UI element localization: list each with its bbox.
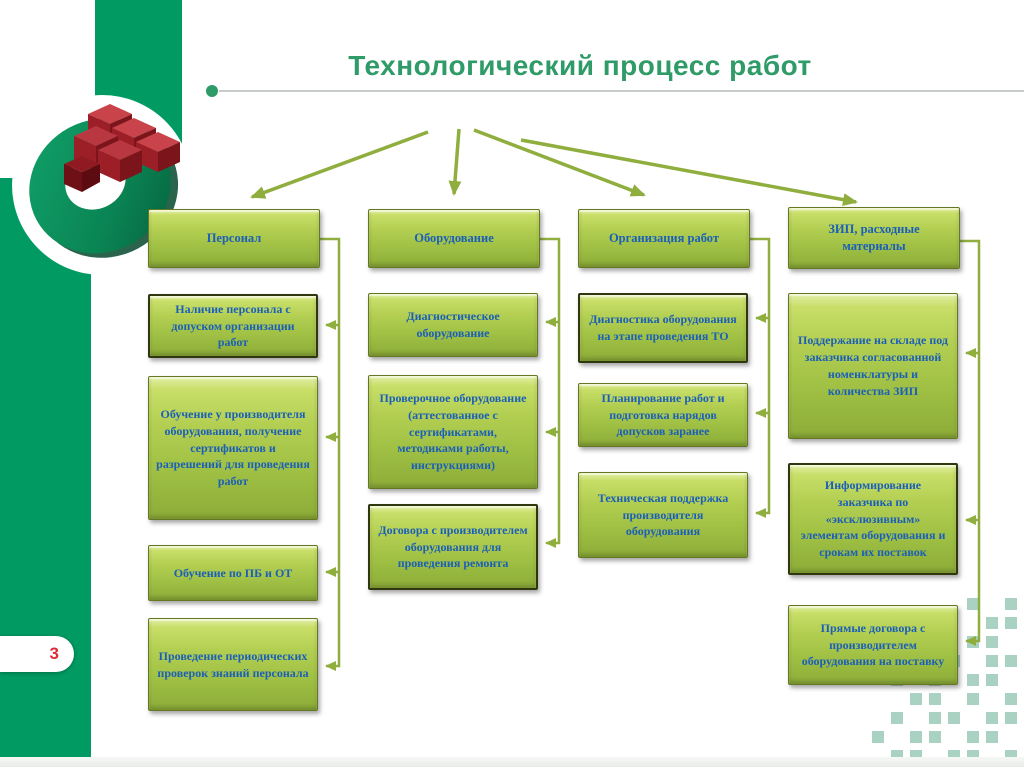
column-3-item-1: Диагностика оборудования на этапе провед… — [578, 293, 748, 363]
mosaic-square — [929, 712, 941, 724]
mosaic-square — [967, 731, 979, 743]
column-3-header-label: Организация работ — [608, 230, 720, 245]
column-1-item-4-label: Проведение периодических проверок знаний… — [157, 648, 309, 680]
column-2-item-1-label: Диагностическое оборудование — [406, 309, 500, 340]
mosaic-square — [948, 712, 960, 724]
column-4-header: ЗИП, расходные материалы — [788, 207, 960, 269]
mosaic-square — [1005, 693, 1017, 705]
column-1-item-4: Проведение периодических проверок знаний… — [148, 618, 318, 711]
column-1-item-2-label: Обучение у производителя оборудования, п… — [156, 407, 310, 489]
column-2-item-2-label: Проверочное оборудование (аттестованное … — [379, 391, 527, 473]
column-1-item-1-label: Наличие персонала с допуском организации… — [171, 301, 295, 350]
column-4-item-3-label: Прямые договора с производителем оборудо… — [801, 620, 945, 669]
mosaic-square — [910, 693, 922, 705]
mosaic-square — [967, 598, 979, 610]
column-4-item-3: Прямые договора с производителем оборудо… — [788, 605, 958, 685]
mosaic-square — [967, 674, 979, 686]
company-logo-ring-and-bricks-icon — [29, 104, 180, 258]
title-dot-icon — [206, 85, 218, 97]
mosaic-square — [1005, 655, 1017, 667]
connector-column-1 — [320, 237, 341, 671]
column-4-item-1-label: Поддержание на складе под заказчика согл… — [798, 333, 948, 398]
mosaic-square — [986, 636, 998, 648]
page-number-pill: 3 — [0, 636, 74, 672]
fan-arrows — [250, 128, 858, 207]
mosaic-square — [1005, 598, 1017, 610]
red-bricks-icon — [64, 104, 180, 192]
column-2-item-1: Диагностическое оборудование — [368, 293, 538, 357]
column-2-item-3: Договора с производителем оборудования д… — [368, 504, 538, 590]
connector-column-2 — [540, 237, 561, 548]
column-4-header-label: ЗИП, расходные материалы — [828, 221, 920, 254]
column-2-header-label: Оборудование — [414, 230, 494, 245]
mosaic-square — [929, 731, 941, 743]
mosaic-square — [986, 731, 998, 743]
mosaic-square — [1005, 617, 1017, 629]
connector-column-4 — [960, 239, 981, 646]
mosaic-square — [910, 731, 922, 743]
mosaic-square — [967, 693, 979, 705]
column-4-item-1: Поддержание на складе под заказчика согл… — [788, 293, 958, 439]
connector-column-3 — [750, 237, 771, 518]
column-1-item-1: Наличие персонала с допуском организации… — [148, 294, 318, 358]
mosaic-square — [986, 655, 998, 667]
mosaic-square — [929, 693, 941, 705]
mosaic-square — [891, 712, 903, 724]
column-3-item-2-label: Планирование работ и подготовка нарядов … — [601, 390, 725, 439]
page-number: 3 — [49, 644, 59, 663]
mosaic-square — [986, 712, 998, 724]
bottom-edge-strip — [0, 757, 1024, 767]
mosaic-square — [872, 731, 884, 743]
title-underline — [219, 90, 1024, 92]
mosaic-square — [986, 617, 998, 629]
column-3-header: Организация работ — [578, 209, 750, 268]
column-3-item-2: Планирование работ и подготовка нарядов … — [578, 383, 748, 447]
column-4-item-2-label: Информирование заказчика по «эксклюзивны… — [800, 478, 946, 560]
column-3-item-3-label: Техническая поддержка производителя обор… — [597, 490, 729, 539]
column-3-item-3: Техническая поддержка производителя обор… — [578, 472, 748, 558]
column-1-item-3: Обучение по ПБ и ОТ — [148, 545, 318, 601]
column-3-item-1-label: Диагностика оборудования на этапе провед… — [589, 312, 737, 343]
mosaic-square — [1005, 712, 1017, 724]
column-1-header: Персонал — [148, 209, 320, 268]
column-2-item-3-label: Договора с производителем оборудования д… — [378, 522, 528, 571]
column-1-header-label: Персонал — [206, 230, 262, 245]
slide-title: Технологический процесс работ — [348, 50, 812, 81]
column-2-header: Оборудование — [368, 209, 540, 268]
column-2-item-2: Проверочное оборудование (аттестованное … — [368, 375, 538, 489]
column-4-item-2: Информирование заказчика по «эксклюзивны… — [788, 463, 958, 575]
column-1-item-3-label: Обучение по ПБ и ОТ — [173, 565, 293, 580]
column-1-item-2: Обучение у производителя оборудования, п… — [148, 376, 318, 520]
mosaic-square — [986, 674, 998, 686]
